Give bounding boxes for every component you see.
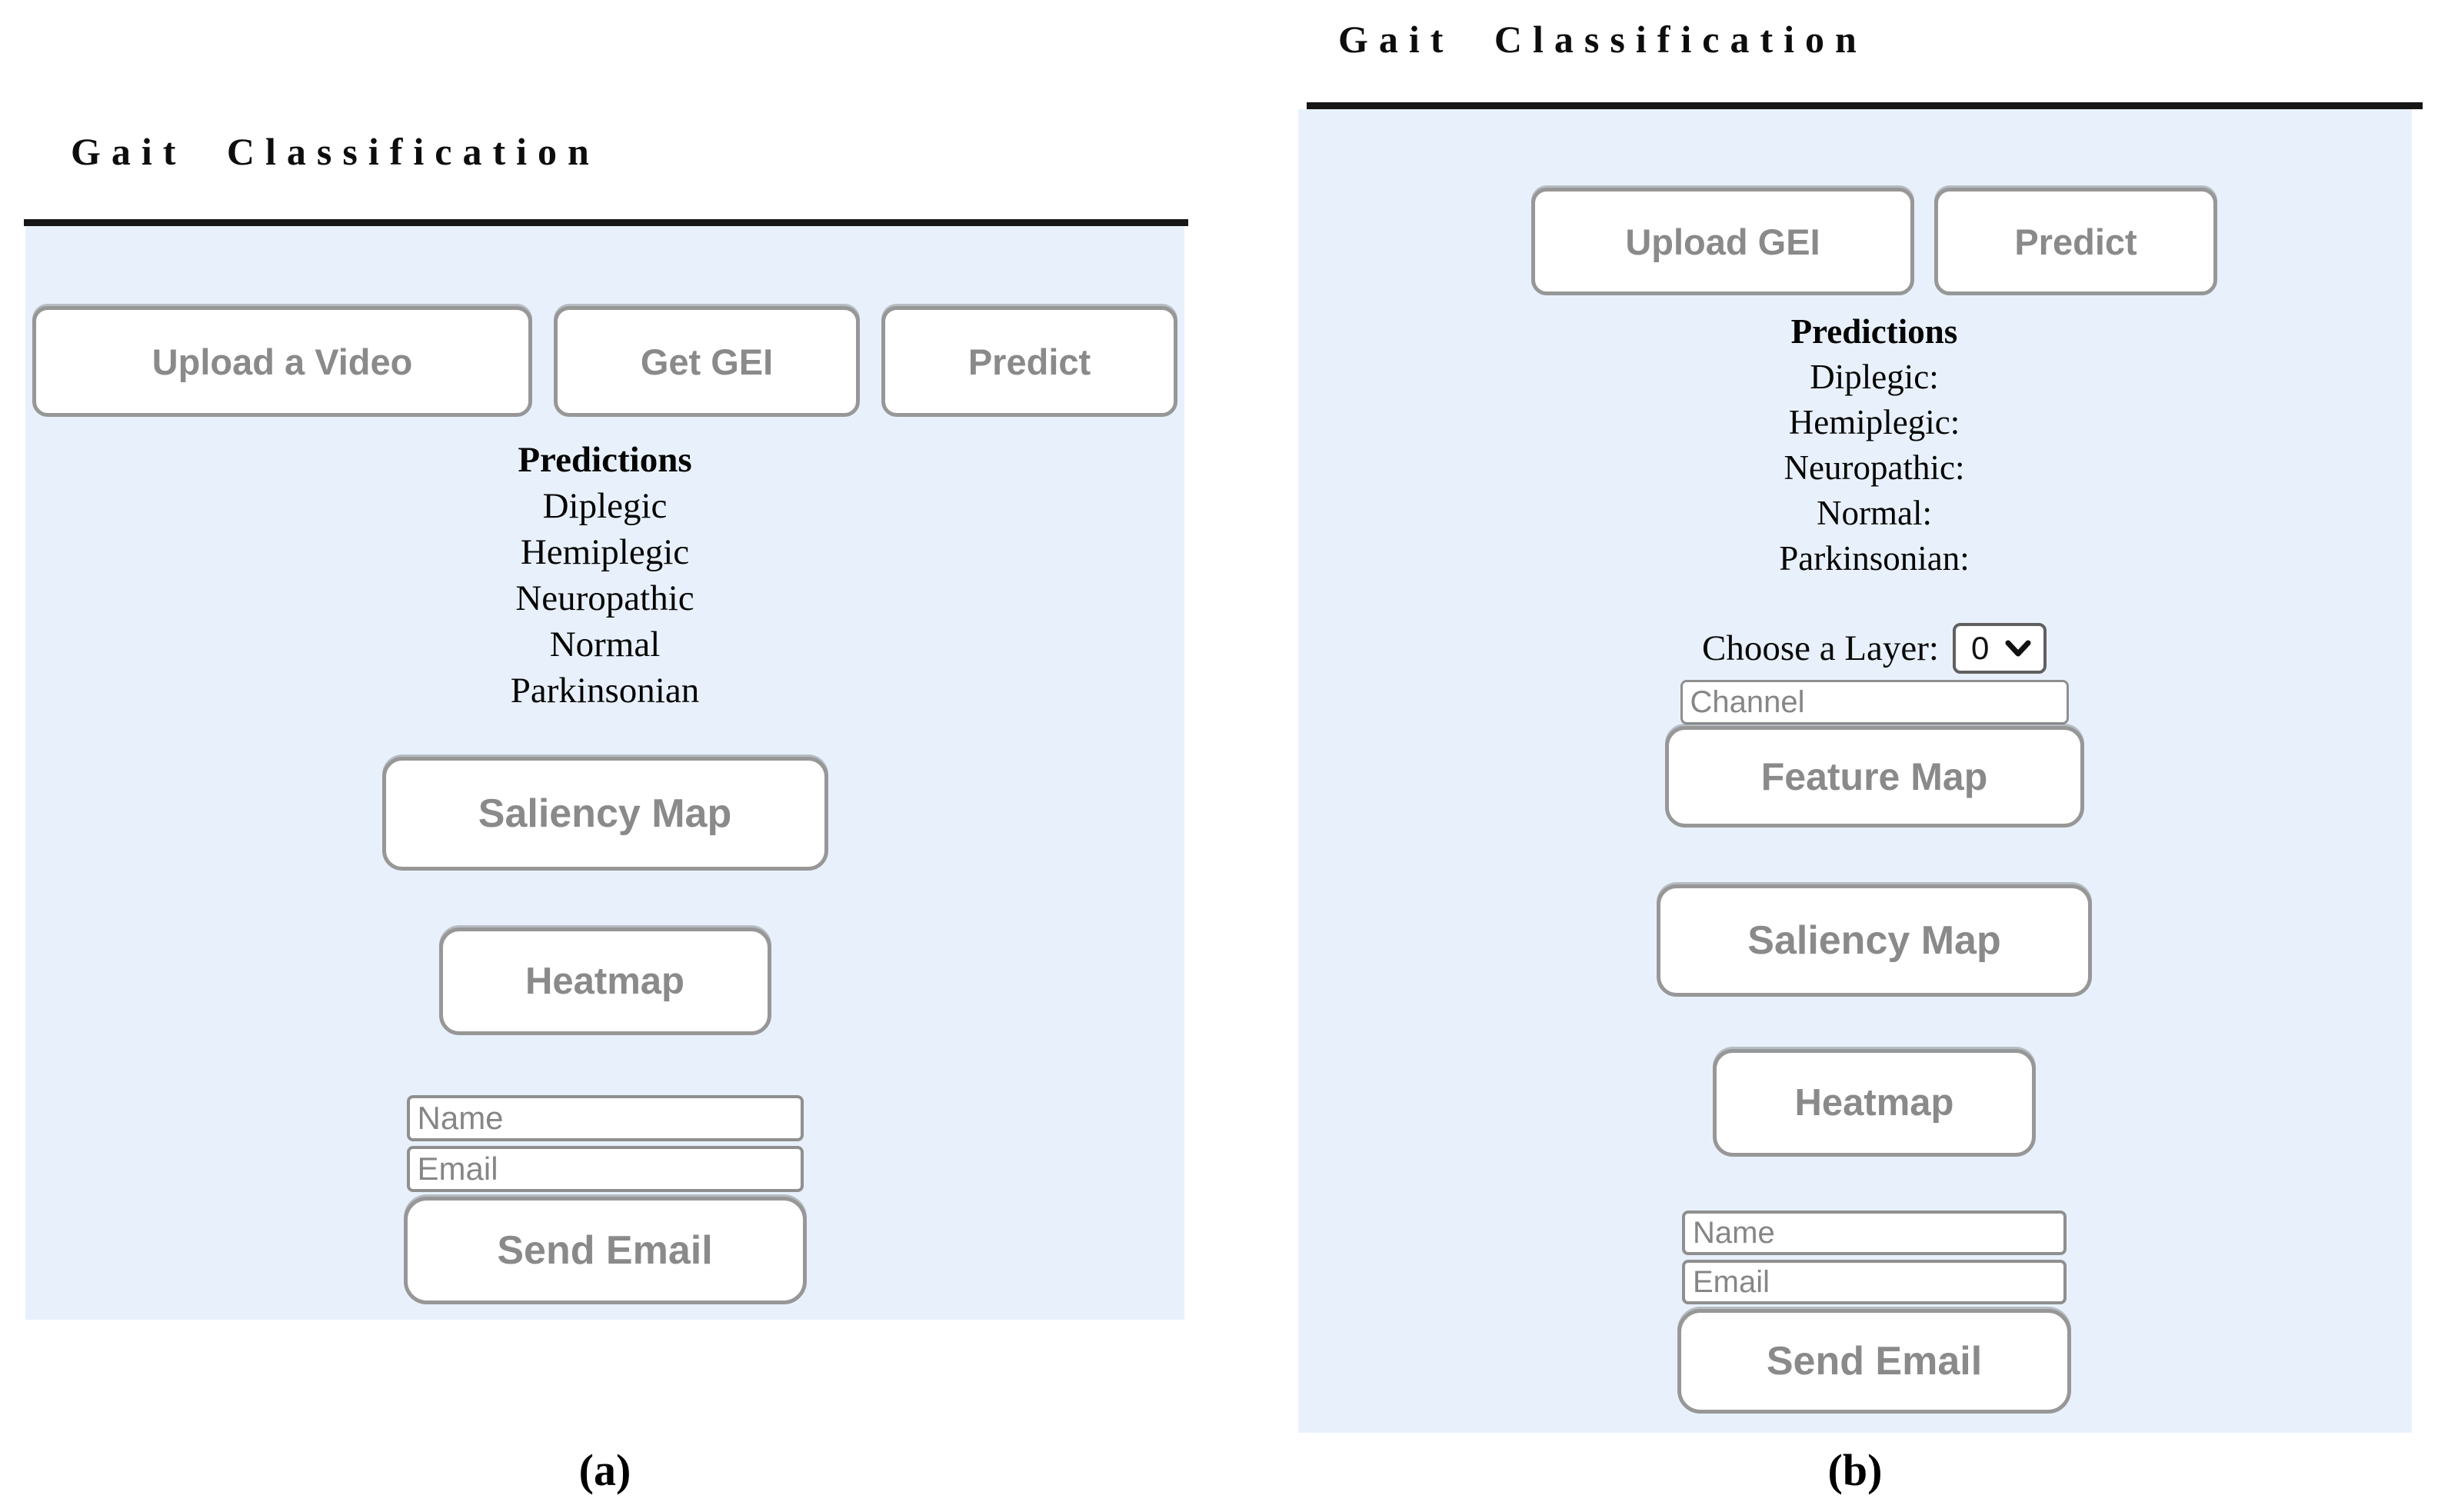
- predict-button[interactable]: Predict: [881, 306, 1177, 417]
- upload-gei-button[interactable]: Upload GEI: [1531, 188, 1914, 295]
- chevron-down-icon: [2005, 638, 2031, 658]
- saliency-map-button[interactable]: Saliency Map: [381, 757, 828, 871]
- layer-select-value: 0: [1971, 630, 1990, 666]
- prediction-class: Normal: [549, 624, 661, 664]
- prediction-class: Diplegic: [542, 486, 668, 526]
- panel-a-title: Gait Classification: [71, 130, 600, 173]
- panel-b-divider: [1307, 102, 2423, 109]
- prediction-class: Neuropathic: [515, 578, 694, 618]
- send-email-button[interactable]: Send Email: [1677, 1309, 2071, 1414]
- layer-label: Choose a Layer:: [1701, 628, 1939, 668]
- caption-a: (a): [578, 1445, 631, 1495]
- panel-b-app: Upload GEI Predict Predictions Diplegic:…: [1298, 109, 2412, 1433]
- prediction-class: Parkinsonian: [510, 671, 700, 711]
- prediction-class: Parkinsonian:: [1779, 539, 1970, 578]
- heatmap-button[interactable]: Heatmap: [1713, 1049, 2036, 1157]
- prediction-class: Hemiplegic: [520, 532, 690, 572]
- panel-a-app: Upload a Video Get GEI Predict Predictio…: [25, 226, 1184, 1320]
- channel-input[interactable]: [1680, 680, 2069, 724]
- caption-b: (b): [1827, 1445, 1883, 1495]
- predictions-heading: Predictions: [518, 440, 692, 480]
- panel-a-button-row: Upload a Video Get GEI Predict: [32, 306, 1177, 417]
- get-gei-button[interactable]: Get GEI: [554, 306, 860, 417]
- prediction-class: Normal:: [1817, 494, 1932, 532]
- layer-select[interactable]: 0: [1953, 623, 2047, 674]
- panel-a-predictions: Predictions Diplegic Hemiplegic Neuropat…: [511, 437, 699, 714]
- name-input[interactable]: [406, 1095, 804, 1141]
- heatmap-button[interactable]: Heatmap: [438, 928, 771, 1035]
- feature-map-button[interactable]: Feature Map: [1664, 726, 2084, 828]
- saliency-map-button[interactable]: Saliency Map: [1657, 884, 2092, 997]
- panel-b-button-row: Upload GEI Predict: [1531, 188, 2217, 295]
- predict-button[interactable]: Predict: [1934, 188, 2217, 295]
- panel-a-divider: [24, 219, 1188, 226]
- layer-row: Choose a Layer: 0: [1702, 623, 2047, 674]
- predictions-heading: Predictions: [1790, 312, 1958, 351]
- panel-b-title: Gait Classification: [1338, 18, 1867, 61]
- send-email-button[interactable]: Send Email: [403, 1197, 807, 1304]
- email-input[interactable]: [406, 1146, 804, 1192]
- prediction-class: Hemiplegic:: [1788, 403, 1960, 441]
- prediction-class: Neuropathic:: [1784, 448, 1965, 487]
- prediction-class: Diplegic:: [1810, 358, 1939, 396]
- upload-video-button[interactable]: Upload a Video: [32, 306, 532, 417]
- name-input[interactable]: [1682, 1211, 2067, 1255]
- panel-b-predictions: Predictions Diplegic: Hemiplegic: Neurop…: [1779, 309, 1969, 581]
- email-input[interactable]: [1682, 1260, 2067, 1304]
